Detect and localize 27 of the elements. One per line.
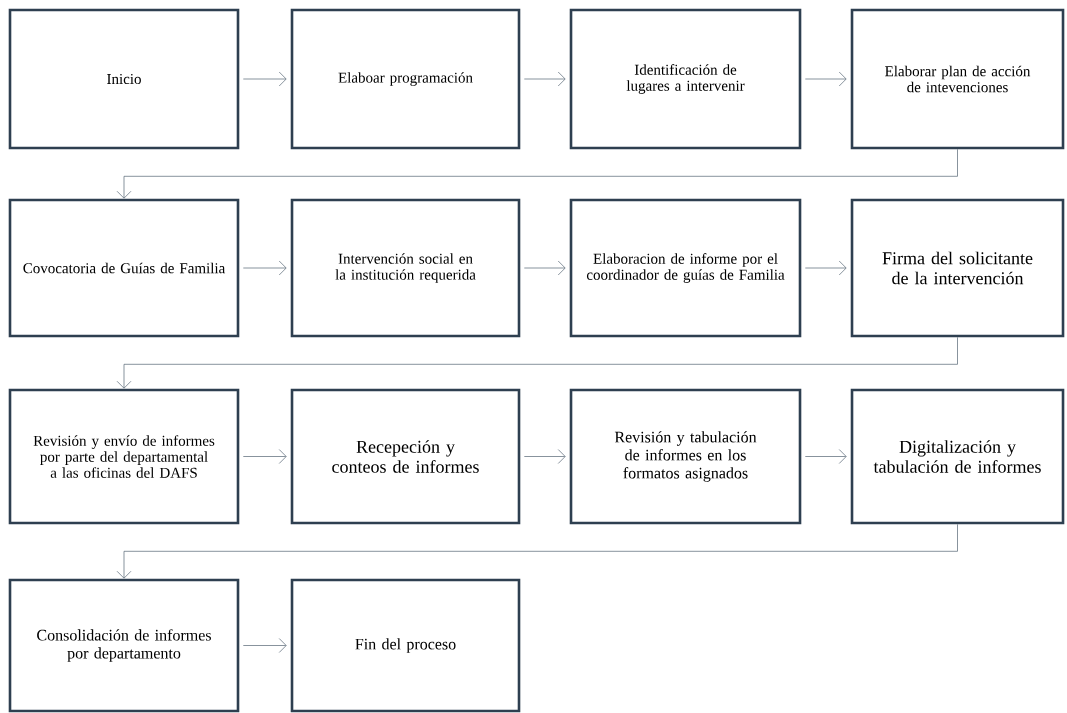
process-box: Intervención social en la institución requerida [290,198,521,338]
process-box: Firma del solicitante de la intervención [850,198,1065,338]
arrow [242,260,287,276]
arrow [242,638,287,653]
process-box: Identificación de lugares a intervenir [569,8,802,150]
process-box: Elaboar programación [290,8,521,150]
arrow [116,336,958,389]
process-box: Inicio [8,8,240,150]
arrow [116,148,958,199]
arrow [804,71,847,87]
arrow [116,523,958,579]
process-box: Revisión y envío de informes por parte del departamental a las oficinas del DAFS [8,388,240,525]
process-box: Covocatoria de Guías de Familia [8,198,240,338]
arrow [523,449,566,464]
process-box: Elaborar plan de acción de intevenciones [850,8,1065,150]
process-box: Consolidación de informes por departamento [8,578,240,713]
process-box: Revisión y tabulación de informes en los formatos asignados [569,388,802,525]
process-box: Digitalización y tabulación de informes [850,388,1065,525]
arrow [242,71,287,87]
arrow [804,260,847,276]
arrow [242,449,287,464]
process-box: Fin del proceso [290,578,521,713]
arrow [523,71,566,87]
process-box: Elaboracion de informe por el coordinador de guías de Familia [569,198,802,338]
process-box: Recepeción y conteos de informes [290,388,521,525]
arrow [523,260,566,276]
arrow [804,449,847,464]
